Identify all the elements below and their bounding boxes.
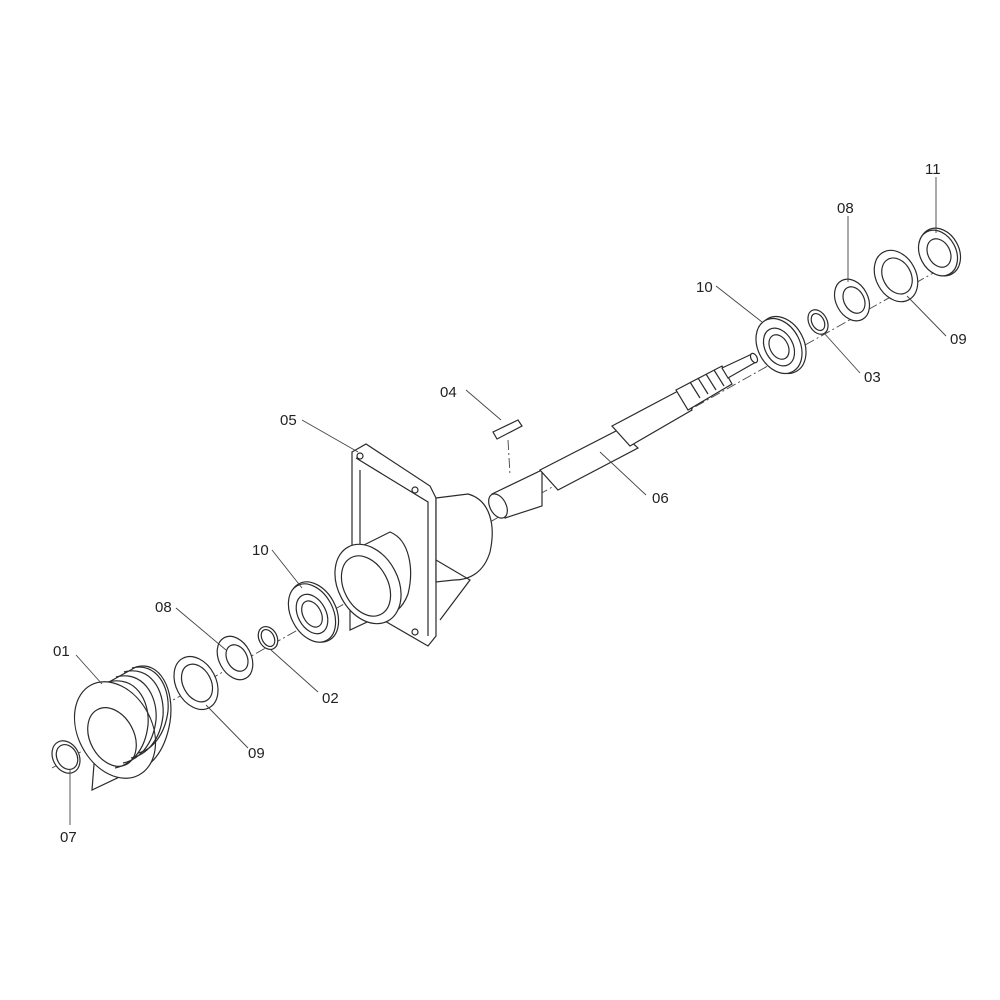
callout-10-right: 10 [696, 279, 713, 296]
bearing-11 [917, 227, 962, 277]
spacer-08-right [833, 278, 871, 322]
bearing-10-left [287, 581, 340, 643]
leader-lines [69, 177, 947, 825]
center-axis [51, 257, 961, 769]
bearing-10-right [755, 315, 807, 375]
callout-03: 03 [864, 369, 881, 386]
callout-08-right: 08 [837, 200, 854, 217]
callout-08-left: 08 [155, 599, 172, 616]
seal-09-right [873, 249, 919, 303]
callout-01: 01 [53, 643, 70, 660]
callout-06: 06 [652, 490, 669, 507]
callout-09-right: 09 [950, 331, 967, 348]
callout-05: 05 [280, 412, 297, 429]
callout-07: 07 [60, 829, 77, 846]
pulley-01 [73, 665, 172, 791]
retaining-ring-07 [51, 740, 81, 774]
key-04 [492, 419, 523, 440]
bearing-housing-05 [334, 443, 493, 647]
callout-02: 02 [322, 690, 339, 707]
callout-04: 04 [440, 384, 457, 401]
shaft-06 [488, 352, 759, 519]
spacer-08-left [216, 635, 254, 681]
callout-11: 11 [925, 161, 941, 178]
ring-03 [807, 309, 829, 335]
ring-02 [257, 625, 279, 651]
seal-09-left [173, 655, 219, 711]
callout-09-left: 09 [248, 745, 265, 762]
callout-10-left: 10 [252, 542, 269, 559]
key-axis [507, 439, 511, 476]
